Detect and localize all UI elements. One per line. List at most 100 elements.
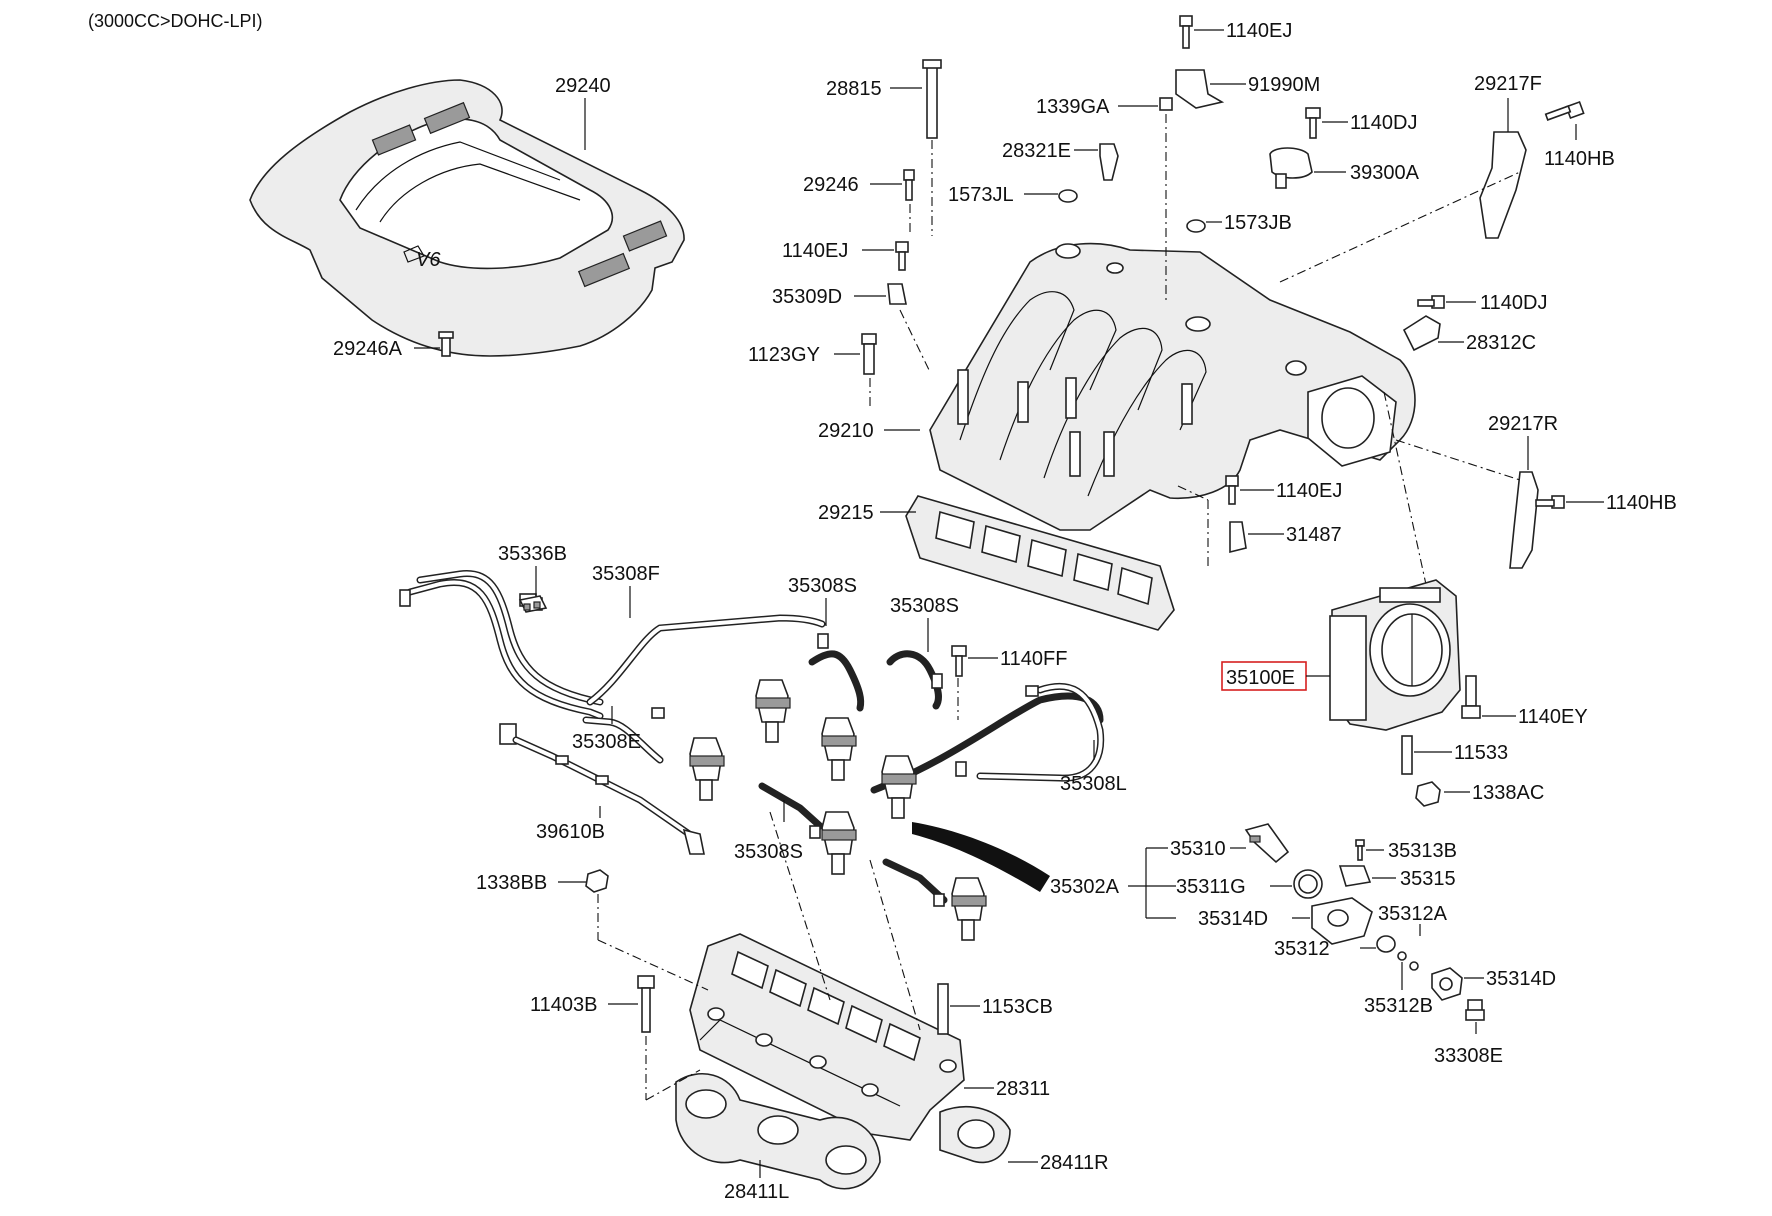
- part-label-35308S-c: 35308S: [734, 841, 803, 863]
- bracket-31487: [1229, 521, 1247, 554]
- bolt-1140HB-top: [1544, 100, 1585, 121]
- bolt-1140EY: [1461, 675, 1481, 719]
- lower-gasket-28411R: [939, 1106, 1011, 1164]
- part-label-28311: 28311: [996, 1078, 1050, 1100]
- part-label-35314D-b: 35314D: [1486, 968, 1556, 990]
- part-label-1123GY: 1123GY: [748, 344, 820, 366]
- part-label-35302A: 35302A: [1050, 876, 1120, 898]
- part-label-35310: 35310: [1170, 838, 1226, 860]
- bracket-29217F: [1479, 131, 1527, 239]
- part-label-29246: 29246: [803, 174, 859, 196]
- intake-manifold-upper: [929, 242, 1416, 531]
- sensor-39300A: [1269, 147, 1313, 189]
- hose-pointer-35302A: [912, 822, 1050, 892]
- ball-35312A: [1409, 961, 1419, 971]
- bolt-35313B: [1355, 839, 1365, 861]
- bolt-1140DJ-mid: [1417, 295, 1445, 309]
- part-label-35308L: 35308L: [1060, 773, 1127, 795]
- part-label-1140EJ-low: 1140EJ: [1276, 480, 1342, 502]
- sensor-35314D-b: [1431, 967, 1463, 1001]
- part-label-35315: 35315: [1400, 868, 1456, 890]
- sensor-group-bracket-lines: [1128, 847, 1176, 919]
- bracket-91990M: [1175, 69, 1225, 109]
- part-label-1140DJ-mid: 1140DJ: [1480, 292, 1547, 314]
- fitting-28312C: [1402, 315, 1441, 352]
- part-label-35312B: 35312B: [1364, 995, 1433, 1017]
- oring-35312: [1376, 935, 1396, 953]
- part-label-39300A: 39300A: [1350, 162, 1420, 184]
- part-label-91990M: 91990M: [1248, 74, 1320, 96]
- stud-11533: [1401, 735, 1413, 775]
- nut-1338AC: [1415, 781, 1441, 807]
- part-label-35313B: 35313B: [1388, 840, 1457, 862]
- part-label-35311G: 35311G: [1176, 876, 1246, 898]
- part-label-29240: 29240: [555, 75, 611, 97]
- nut-1338BB: [585, 869, 609, 893]
- bolt-1140HB-low: [1535, 495, 1565, 509]
- part-label-1153CB: 1153CB: [982, 996, 1053, 1018]
- oring-35311G: [1293, 869, 1323, 899]
- part-label-35312: 35312: [1274, 938, 1330, 960]
- part-label-35100E[interactable]: 35100E: [1226, 667, 1295, 689]
- sensor-35310: [1244, 823, 1290, 864]
- part-label-29246A: 29246A: [333, 338, 403, 360]
- sensor-28321E: [1099, 143, 1119, 181]
- part-label-11533: 11533: [1454, 742, 1508, 764]
- stud-1153CB: [937, 983, 949, 1035]
- part-label-35309D: 35309D: [772, 286, 842, 308]
- throttle-body-35100E: [1329, 579, 1461, 731]
- part-label-35308S-a: 35308S: [788, 575, 857, 597]
- bolt-29246: [903, 169, 915, 201]
- fuel-rail-pipes: [406, 570, 1105, 904]
- nut-1339GA: [1159, 97, 1173, 111]
- engine-spec-caption: (3000CC>DOHC-LPI): [88, 11, 263, 31]
- part-label-35308F: 35308F: [592, 563, 660, 585]
- bracket-29217R: [1509, 471, 1539, 569]
- part-label-29217F: 29217F: [1474, 73, 1542, 95]
- engine-cover: V6: [249, 79, 685, 357]
- part-label-29217R: 29217R: [1488, 413, 1558, 435]
- bolt-1140FF: [951, 645, 967, 677]
- part-label-39610B: 39610B: [536, 821, 605, 843]
- part-label-1338AC: 1338AC: [1472, 782, 1544, 804]
- clip-35315: [1338, 865, 1372, 887]
- part-label-1573JL: 1573JL: [948, 184, 1014, 206]
- bolt-1140DJ-top: [1305, 107, 1321, 139]
- part-label-1140EJ-top: 1140EJ: [1226, 20, 1292, 42]
- bolt-29246A: [438, 331, 454, 357]
- plug-33308E: [1465, 999, 1485, 1021]
- part-label-1140EY: 1140EY: [1518, 706, 1588, 728]
- part-label-28312C: 28312C: [1466, 332, 1536, 354]
- bolt-1140EJ-mid: [895, 241, 909, 271]
- lower-gasket-28411L: [675, 1073, 881, 1190]
- bolt-11403B: [637, 975, 655, 1033]
- part-label-1140EJ-mid: 1140EJ: [782, 240, 848, 262]
- part-label-11403B: 11403B: [530, 994, 597, 1016]
- part-label-35308E: 35308E: [572, 731, 641, 753]
- part-label-1338BB: 1338BB: [476, 872, 547, 894]
- part-label-29210: 29210: [818, 420, 874, 442]
- part-label-28321E: 28321E: [1002, 140, 1071, 162]
- lower-intake-manifold-28311: [689, 933, 965, 1141]
- part-label-35312A: 35312A: [1378, 903, 1448, 925]
- ball-35312B: [1397, 951, 1407, 961]
- bolt-1123GY: [861, 333, 877, 375]
- wiring-harness-39610B: [499, 723, 705, 855]
- part-label-1339GA: 1339GA: [1036, 96, 1110, 118]
- part-label-35314D-a: 35314D: [1198, 908, 1268, 930]
- clip-35336B: [518, 595, 548, 613]
- bracket-35309D: [887, 283, 907, 305]
- part-label-35308S-b: 35308S: [890, 595, 959, 617]
- part-label-33308E: 33308E: [1434, 1045, 1503, 1067]
- fuel-injectors: [689, 679, 987, 941]
- part-label-35336B: 35336B: [498, 543, 567, 565]
- part-label-1140FF: 1140FF: [1000, 648, 1067, 670]
- part-label-1573JB: 1573JB: [1224, 212, 1292, 234]
- part-label-1140HB-top: 1140HB: [1544, 148, 1615, 170]
- sensor-35314D-a: [1311, 897, 1373, 945]
- part-label-28815: 28815: [826, 78, 882, 100]
- bolt-1140EJ-top: [1179, 15, 1193, 49]
- part-label-28411L: 28411L: [724, 1181, 789, 1203]
- part-label-31487: 31487: [1286, 524, 1342, 546]
